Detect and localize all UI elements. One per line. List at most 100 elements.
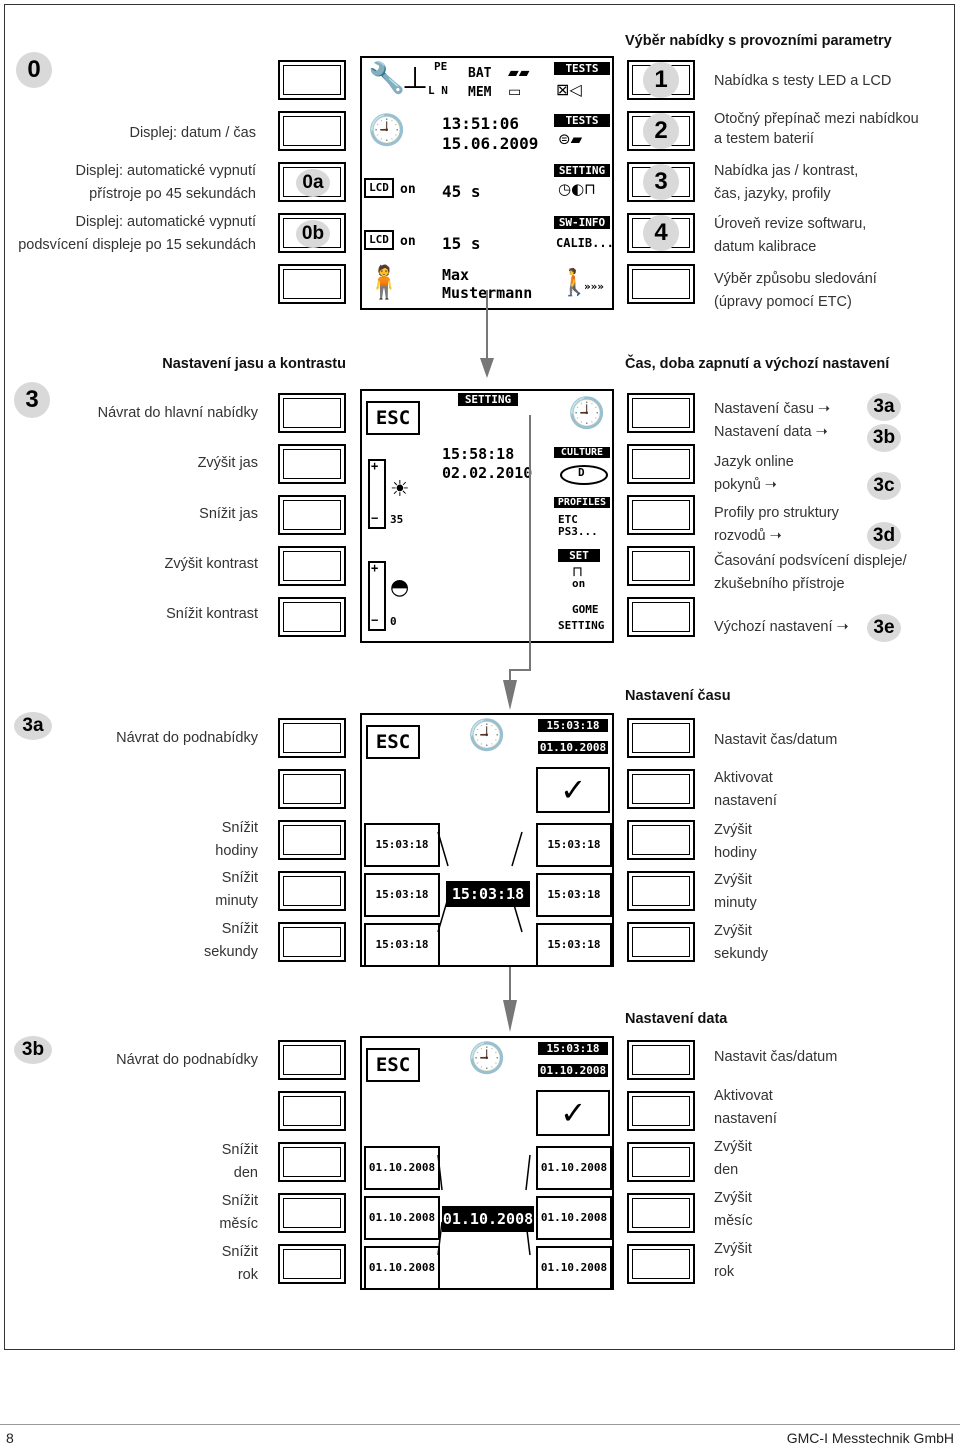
brightness-plus: + bbox=[371, 459, 379, 473]
softkey-s3a-right-5[interactable] bbox=[627, 922, 695, 962]
lcd-etc: ETC bbox=[558, 513, 578, 526]
label-time-setting: Nastavení času ➝ bbox=[714, 401, 831, 417]
softkey-s3-right-1[interactable] bbox=[627, 393, 695, 433]
lcd-arrows: »»» bbox=[584, 280, 604, 293]
lcd-3b-time: 15:03:18 bbox=[538, 1042, 608, 1055]
label-language-2: pokynů ➝ bbox=[714, 477, 777, 493]
label-brightness-2: čas, jazyky, profily bbox=[714, 186, 831, 202]
softkey-s3b-right-2[interactable] bbox=[627, 1091, 695, 1131]
lcd-culture-label: CULTURE bbox=[554, 447, 610, 458]
softkey-s3a-right-3[interactable] bbox=[627, 820, 695, 860]
label-dec-hours-1: Snížit bbox=[221, 820, 258, 836]
lcd-set-label: SET bbox=[558, 549, 600, 562]
lcd-on-2: on bbox=[400, 234, 416, 249]
softkey-s3b-right-3[interactable] bbox=[627, 1142, 695, 1182]
label-swinfo-1: Úroveň revize softwaru, bbox=[714, 216, 867, 232]
label-inc-seconds-1: Zvýšit bbox=[714, 923, 752, 939]
softkey-s3a-left-2[interactable] bbox=[278, 769, 346, 809]
label-inc-month-1: Zvýšit bbox=[714, 1190, 752, 1206]
label-set-datetime-3a: Nastavit čas/datum bbox=[714, 732, 838, 748]
label-monitor-2: (úpravy pomocí ETC) bbox=[714, 294, 852, 310]
softkey-s3-left-1[interactable] bbox=[278, 393, 346, 433]
softkey-left-2[interactable] bbox=[278, 111, 346, 151]
label-profiles-1: Profily pro struktury bbox=[714, 505, 839, 521]
culture-d: D bbox=[578, 466, 585, 479]
lcd-setting-2: SETTING bbox=[558, 619, 605, 632]
softkey-s3-right-2[interactable] bbox=[627, 444, 695, 484]
softkey-s3b-right-4[interactable] bbox=[627, 1193, 695, 1233]
label-dec-hours-2: hodiny bbox=[215, 843, 258, 859]
page-number: 8 bbox=[6, 1430, 14, 1446]
section-3a-badge: 3a bbox=[14, 712, 52, 740]
softkey-s3-right-3[interactable] bbox=[627, 495, 695, 535]
person-device-icon: 🧍 bbox=[364, 263, 404, 301]
softkey-s3b-left-2[interactable] bbox=[278, 1091, 346, 1131]
softkey-s3a-right-2[interactable] bbox=[627, 769, 695, 809]
softkey-s3b-left-5[interactable] bbox=[278, 1244, 346, 1284]
softkey-s3-left-2[interactable] bbox=[278, 444, 346, 484]
badge-3: 3 bbox=[643, 164, 679, 200]
lcd-3a-esc: ESC bbox=[366, 725, 420, 759]
lcd-icon-2: LCD bbox=[364, 230, 394, 250]
lcd-3a-hours-down: 15:03:18 bbox=[364, 823, 440, 867]
softkey-left-1[interactable] bbox=[278, 60, 346, 100]
lcd-ps3: PS3... bbox=[558, 525, 598, 538]
softkey-s3a-left-4[interactable] bbox=[278, 871, 346, 911]
label-decrease-brightness: Snížit jas bbox=[199, 506, 258, 522]
softkey-left-5[interactable] bbox=[278, 264, 346, 304]
page-frame bbox=[4, 4, 955, 1350]
lcd-time: 13:51:06 bbox=[442, 114, 520, 133]
badge-3e: 3e bbox=[867, 614, 901, 642]
label-auto-off-2: přístroje po 45 sekundách bbox=[89, 186, 256, 202]
rotary-battery-icon: ⊜▰ bbox=[558, 130, 583, 148]
softkey-s3a-left-3[interactable] bbox=[278, 820, 346, 860]
lcd-s3-time: 15:58:18 bbox=[442, 445, 515, 463]
lcd-name-2: Mustermann bbox=[442, 284, 533, 302]
lcd-3a-center-time: 15:03:18 bbox=[446, 881, 530, 907]
badge-0b: 0b bbox=[296, 220, 330, 248]
lcd-3a-seconds-down: 15:03:18 bbox=[364, 923, 440, 967]
section-0-badge: 0 bbox=[16, 52, 52, 88]
softkey-s3b-right-5[interactable] bbox=[627, 1244, 695, 1284]
label-return-sub-3b: Návrat do podnabídky bbox=[116, 1052, 258, 1068]
softkey-s3b-right-1[interactable] bbox=[627, 1040, 695, 1080]
label-backlight-off-1: Displej: automatické vypnutí bbox=[75, 214, 256, 230]
label-inc-hours-1: Zvýšit bbox=[714, 822, 752, 838]
lcd-swinfo-label: SW-INFO bbox=[554, 216, 610, 229]
brightness-minus: − bbox=[371, 511, 379, 525]
label-set-datetime-3b: Nastavit čas/datum bbox=[714, 1049, 838, 1065]
label-dec-minutes-1: Snížit bbox=[221, 870, 258, 886]
softkey-s3b-left-4[interactable] bbox=[278, 1193, 346, 1233]
probe-icon: ⊥ bbox=[402, 61, 429, 96]
softkey-s3-right-5[interactable] bbox=[627, 597, 695, 637]
lcd-3b-month-up: 01.10.2008 bbox=[536, 1196, 612, 1240]
label-dec-month-1: Snížit bbox=[221, 1193, 258, 1209]
wrench-icon: 🔧 bbox=[368, 61, 406, 96]
softkey-s3b-left-1[interactable] bbox=[278, 1040, 346, 1080]
lcd-ln-text: L N bbox=[428, 84, 448, 97]
softkey-s3-right-4[interactable] bbox=[627, 546, 695, 586]
softkey-s3-left-5[interactable] bbox=[278, 597, 346, 637]
softkey-s3-left-4[interactable] bbox=[278, 546, 346, 586]
lcd-setting-title: SETTING bbox=[458, 393, 518, 406]
lcd-settings: ESC SETTING 15:58:18 02.02.2010 + − ☀ 35… bbox=[360, 389, 614, 643]
softkey-s3b-left-3[interactable] bbox=[278, 1142, 346, 1182]
softkey-s3a-right-4[interactable] bbox=[627, 871, 695, 911]
badge-3c: 3c bbox=[867, 472, 901, 500]
softkey-s3a-right-1[interactable] bbox=[627, 718, 695, 758]
badge-3b: 3b bbox=[867, 424, 901, 452]
timer-on-icon: ⊓ bbox=[572, 564, 583, 580]
softkey-right-5[interactable] bbox=[627, 264, 695, 304]
contrast-plus: + bbox=[371, 561, 379, 575]
lcd-name-1: Max bbox=[442, 266, 470, 284]
softkey-s3-left-3[interactable] bbox=[278, 495, 346, 535]
brightness-value: 35 bbox=[390, 513, 404, 526]
softkey-s3a-left-1[interactable] bbox=[278, 718, 346, 758]
label-inc-minutes-1: Zvýšit bbox=[714, 872, 752, 888]
softkey-s3a-left-5[interactable] bbox=[278, 922, 346, 962]
lcd-profiles-label: PROFILES bbox=[554, 497, 610, 508]
lcd-tests-label: TESTS bbox=[554, 62, 610, 75]
label-backlight-timing-1: Časování podsvícení displeje/ bbox=[714, 553, 907, 569]
label-activate-1-3b: Aktivovat bbox=[714, 1088, 773, 1104]
company-name: GMC-I Messtechnik GmbH bbox=[786, 1430, 954, 1446]
